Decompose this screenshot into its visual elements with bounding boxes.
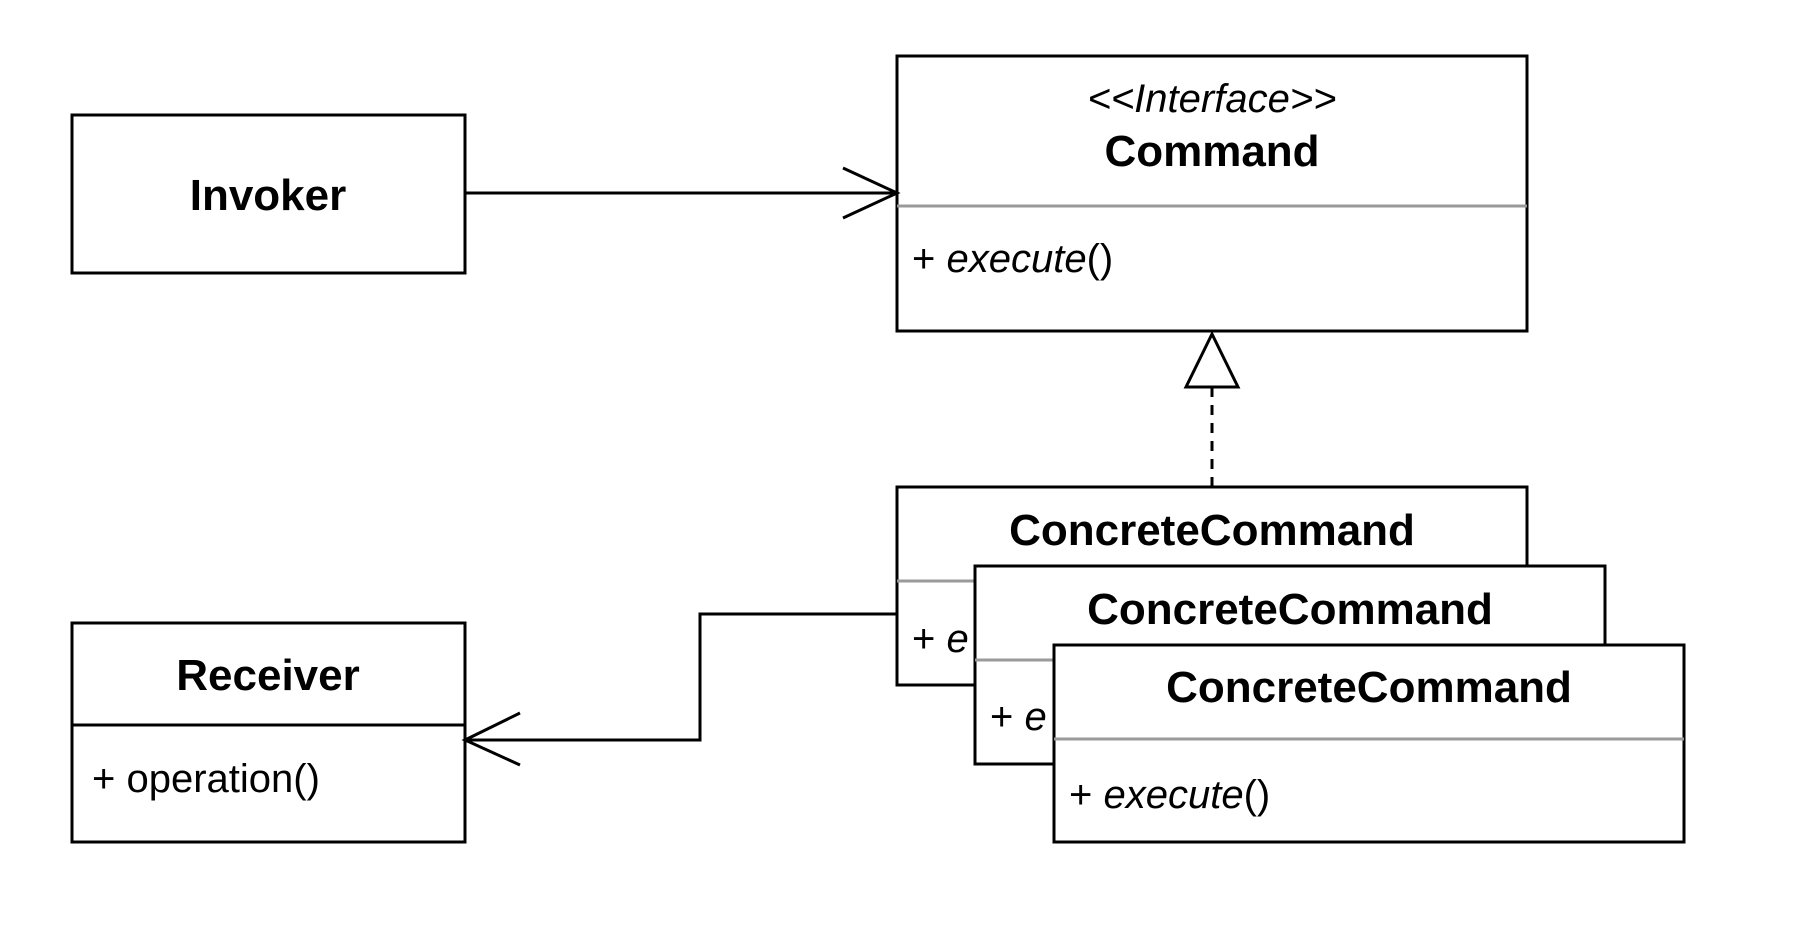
concrete-command-back-name: ConcreteCommand <box>1009 506 1415 555</box>
receiver-class-name: Receiver <box>176 651 359 700</box>
command-interface[interactable]: <<Interface>> Command + execute() <box>895 54 1529 333</box>
concrete-command-middle-method-partial: e <box>1024 695 1046 739</box>
hollow-triangle-icon <box>1183 330 1241 389</box>
command-method-prefix: + <box>912 237 946 281</box>
command-method-name: execute <box>946 237 1086 281</box>
invoker-box <box>70 113 467 275</box>
realization-relationship <box>1183 330 1241 487</box>
concrete-command-front-name: ConcreteCommand <box>1166 663 1572 712</box>
invoker-to-command-association <box>465 166 901 220</box>
concrete-command-front-method-name: execute <box>1103 773 1243 817</box>
receiver-class[interactable]: Receiver + operation() <box>70 621 467 844</box>
concrete-command-middle-method: + e <box>990 695 1047 739</box>
receiver-method: + operation() <box>92 757 320 801</box>
concrete-command-back-method-partial: e <box>946 617 968 661</box>
command-box <box>895 54 1529 333</box>
association-line-elbow <box>465 612 897 742</box>
concrete-command-back-method-prefix: + <box>912 617 946 661</box>
concrete-command-front-method-suffix: () <box>1244 773 1271 817</box>
concrete-command-class-front[interactable]: ConcreteCommand + execute() <box>1052 643 1686 844</box>
receiver-box <box>70 621 467 844</box>
command-stereotype: <<Interface>> <box>1087 77 1336 121</box>
open-arrowhead-icon <box>461 711 521 767</box>
concrete-command-front-box <box>1052 643 1686 844</box>
concrete-command-front-method-prefix: + <box>1069 773 1103 817</box>
command-class-name: Command <box>1104 127 1319 176</box>
command-method-suffix: () <box>1087 237 1114 281</box>
concrete-command-middle-name: ConcreteCommand <box>1087 585 1493 634</box>
concrete-to-receiver-association <box>461 612 897 767</box>
invoker-class-name: Invoker <box>190 171 347 220</box>
concrete-command-front-method: + execute() <box>1069 773 1270 817</box>
open-arrowhead-icon <box>842 166 901 220</box>
concrete-command-middle-method-prefix: + <box>990 695 1024 739</box>
command-method: + execute() <box>912 237 1113 281</box>
invoker-class[interactable]: Invoker <box>70 113 467 275</box>
concrete-command-back-method: + e <box>912 617 969 661</box>
